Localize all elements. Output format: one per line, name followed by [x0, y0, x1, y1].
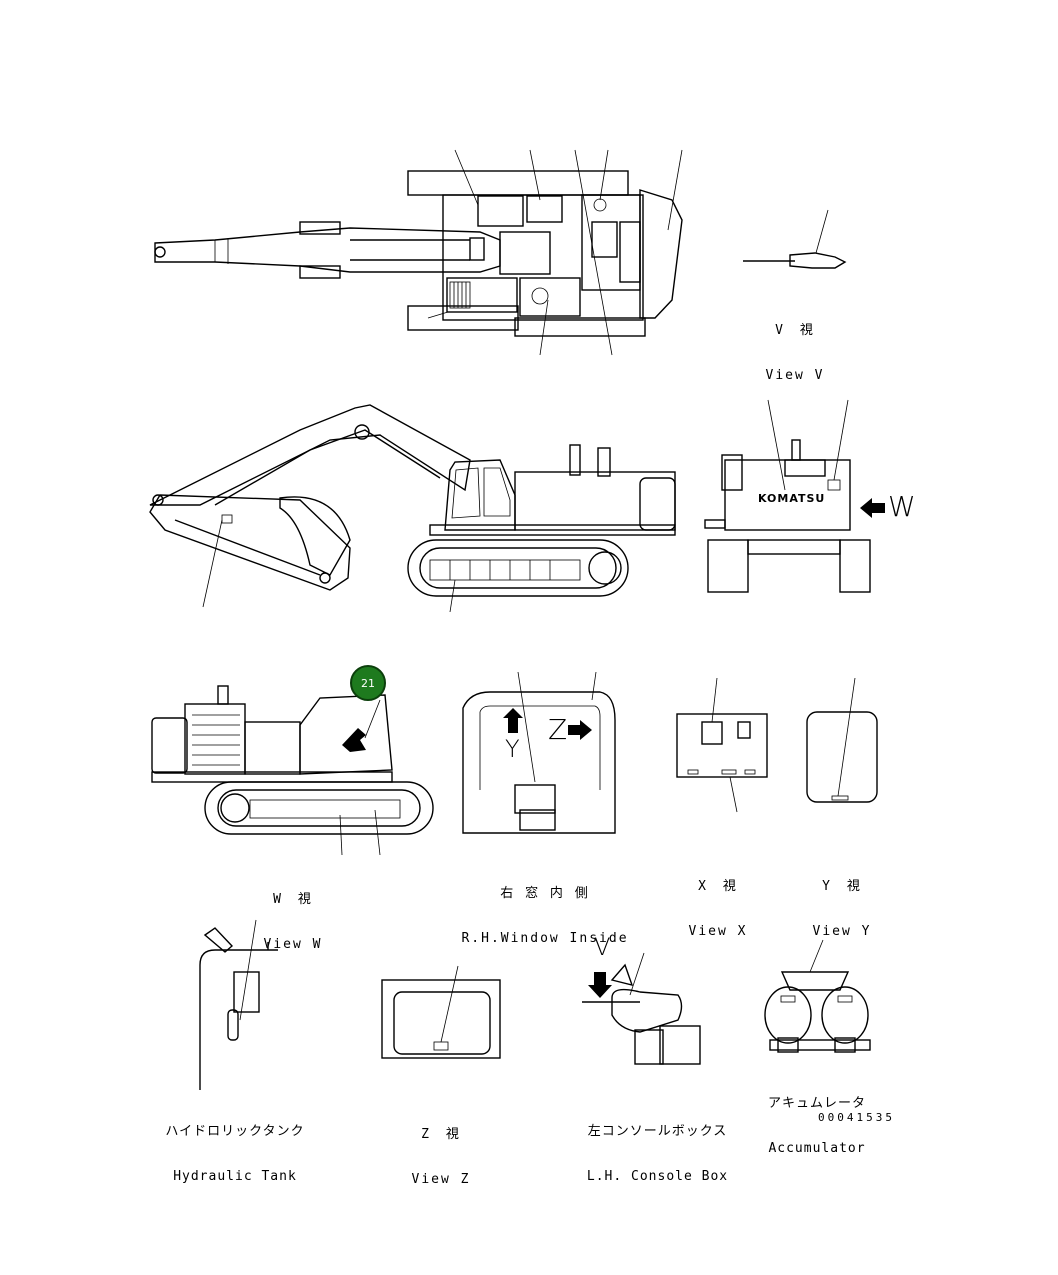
accumulator-jp: アキュムレータ — [767, 1096, 866, 1111]
drawing-number: 00041535 — [818, 1111, 895, 1124]
accumulator-drawing — [764, 939, 871, 1053]
hydraulic-tank-en: Hydraulic Tank — [173, 1169, 297, 1184]
lh-console-jp: 左コンソールボックス — [587, 1124, 728, 1139]
view-x-caption: X 視 View X — [673, 849, 763, 954]
view-w-en: View W — [263, 937, 323, 952]
arrow-letter-y: Y — [505, 735, 520, 763]
callout-21[interactable]: 21 — [350, 665, 386, 701]
view-z-en: View Z — [411, 1172, 471, 1187]
view-w-caption: W 視 View W — [248, 862, 338, 967]
view-z-jp: Z 視 — [421, 1127, 461, 1142]
rh-window-drawing — [462, 671, 616, 834]
accumulator-caption: アキュムレータ Accumulator — [752, 1066, 882, 1171]
rh-window-jp: 右 窓 内 側 — [500, 886, 590, 901]
view-y-en: View Y — [812, 924, 872, 939]
hydraulic-tank-drawing — [199, 919, 278, 1090]
view-w-jp: W 視 — [273, 892, 313, 907]
accumulator-en: Accumulator — [768, 1141, 866, 1156]
view-v-jp: V 視 — [775, 323, 815, 338]
view-v-caption: V 視 View V — [750, 293, 840, 398]
view-y-drawing — [806, 677, 878, 803]
hydraulic-tank-jp: ハイドロリックタンク — [165, 1124, 305, 1139]
view-v-drawing — [743, 209, 847, 269]
side-view-drawing — [149, 404, 676, 613]
lh-console-en: L.H. Console Box — [586, 1169, 729, 1184]
rh-window-caption: 右 窓 内 側 R.H.Window Inside — [460, 856, 630, 961]
view-y-jp: Y 視 — [822, 879, 862, 894]
view-z-drawing — [381, 965, 501, 1059]
rear-view-drawing — [704, 399, 885, 593]
view-x-en: View X — [688, 924, 748, 939]
top-view-drawing — [154, 149, 683, 356]
view-w-drawing — [151, 685, 434, 856]
rh-window-en: R.H.Window Inside — [461, 931, 629, 946]
arrow-letter-z: Z — [548, 713, 568, 746]
view-v-en: View V — [765, 368, 825, 383]
arrow-letter-w: W — [888, 490, 916, 523]
lh-console-caption: 左コンソールボックス L.H. Console Box — [575, 1094, 740, 1199]
lh-console-drawing — [582, 952, 701, 1065]
view-y-caption: Y 視 View Y — [797, 849, 887, 954]
hydraulic-tank-caption: ハイドロリックタンク Hydraulic Tank — [160, 1094, 310, 1199]
view-x-jp: X 視 — [698, 879, 738, 894]
arrow-letter-v: V — [594, 933, 611, 961]
brand-text: KOMATSU — [758, 492, 826, 505]
view-z-caption: Z 視 View Z — [396, 1097, 486, 1202]
view-x-drawing — [676, 677, 768, 813]
